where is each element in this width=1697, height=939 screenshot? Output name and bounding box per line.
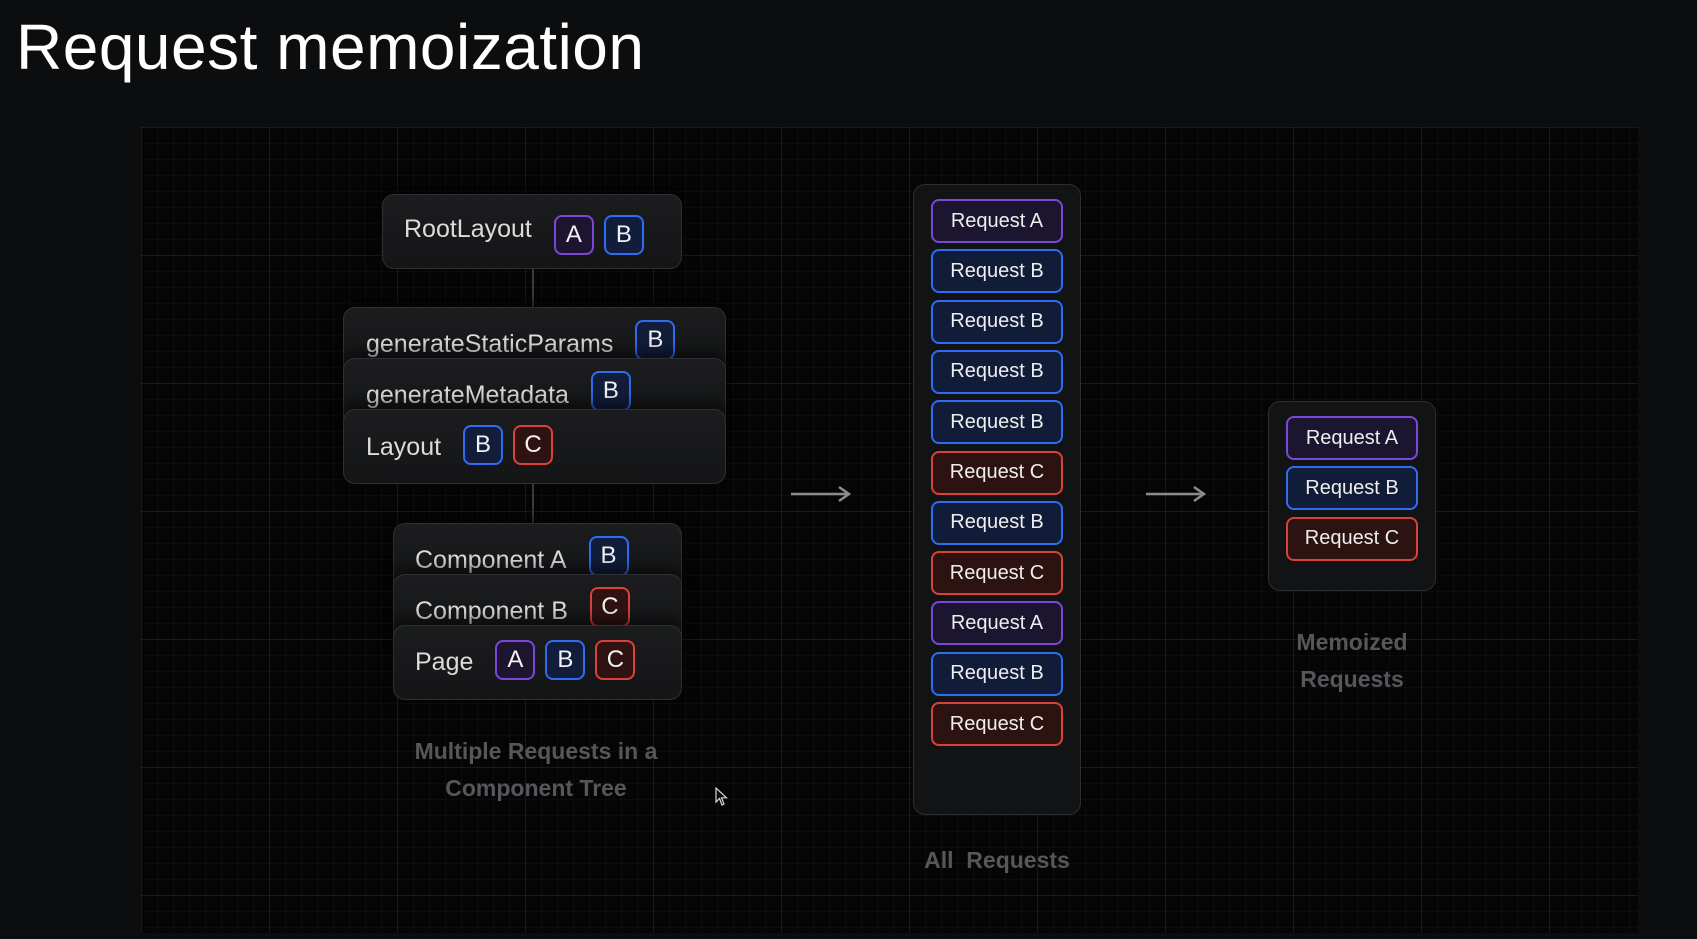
generate-static-params-label: generateStaticParams <box>366 330 614 358</box>
request-b-item: Request B <box>931 651 1063 696</box>
component-tree-caption: Multiple Requests in a Component Tree <box>371 733 701 807</box>
arrow-right-icon <box>791 485 852 503</box>
request-a-item: Request A <box>931 601 1063 646</box>
page-card: Page A B C <box>393 625 682 700</box>
chip-request-c: C <box>513 425 554 465</box>
request-b-item: Request B <box>931 249 1063 294</box>
chip-request-b: B <box>588 536 629 576</box>
request-a-item: Request A <box>931 199 1063 243</box>
chip-request-c: C <box>595 640 636 680</box>
all-requests-caption: All Requests <box>924 847 1070 873</box>
diagram-canvas: RootLayout A B generateStaticParams B ge… <box>141 127 1638 933</box>
request-c-item: Request C <box>931 551 1063 596</box>
arrow-right-icon <box>1146 485 1207 503</box>
component-tree-caption-line2: Component Tree <box>445 775 627 801</box>
chip-request-b: B <box>463 425 504 465</box>
chip-request-a: A <box>495 640 536 680</box>
chip-request-b: B <box>590 371 631 411</box>
chip-request-c: C <box>589 587 630 627</box>
page-title: Request memoization <box>16 11 645 83</box>
request-b-item: Request B <box>931 400 1063 445</box>
component-tree-caption-line1: Multiple Requests in a <box>414 738 658 764</box>
request-c-item: Request C <box>931 450 1063 495</box>
request-a-item: Request A <box>1286 416 1418 460</box>
component-a-label: Component A <box>415 546 567 574</box>
request-b-item: Request B <box>931 299 1063 344</box>
request-c-item: Request C <box>931 702 1063 746</box>
memoized-requests-panel: Request A Request B Request C <box>1268 401 1436 591</box>
tree-connector-bottom <box>532 484 534 524</box>
chip-request-a: A <box>553 215 594 255</box>
chip-request-b: B <box>635 320 676 360</box>
root-layout-label: RootLayout <box>404 215 532 243</box>
root-layout-card: RootLayout A B <box>382 194 682 269</box>
request-c-item: Request C <box>1286 516 1418 561</box>
all-requests-panel: Request A Request B Request B Request B Requ… <box>913 184 1081 815</box>
memoized-caption-line1: Memoized <box>1296 629 1408 655</box>
request-b-item: Request B <box>931 349 1063 394</box>
chip-request-b: B <box>603 215 644 255</box>
request-b-item: Request B <box>931 500 1063 545</box>
page-label: Page <box>415 648 474 676</box>
request-b-item: Request B <box>1286 466 1418 511</box>
memoized-caption-line2: Requests <box>1300 666 1404 692</box>
layout-label: Layout <box>366 433 442 461</box>
layout-card: Layout B C <box>343 409 726 484</box>
generate-metadata-label: generateMetadata <box>366 381 569 409</box>
tree-connector-top <box>532 269 534 307</box>
component-b-label: Component B <box>415 597 568 625</box>
mouse-pointer-icon <box>715 787 729 806</box>
chip-request-b: B <box>545 640 586 680</box>
memoized-caption: Memoized Requests <box>1232 624 1472 698</box>
